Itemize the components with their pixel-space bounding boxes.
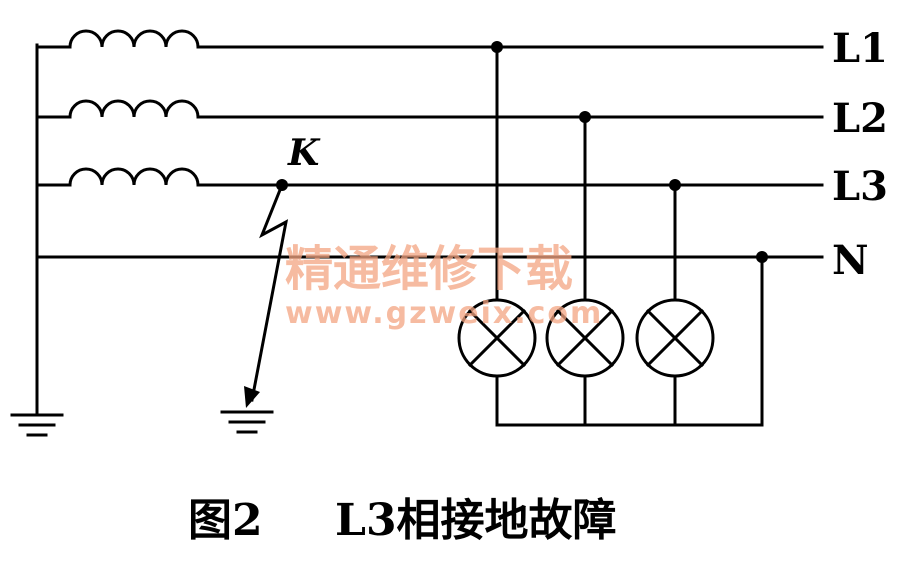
label-l2: L2 — [832, 95, 888, 142]
coil-l2-icon — [68, 99, 200, 118]
phase-line-l2 — [35, 99, 824, 119]
label-l1: L1 — [832, 25, 888, 72]
figure-number: 图2 — [188, 495, 263, 546]
lamp-2-icon — [545, 298, 625, 378]
source-ground-icon — [10, 413, 64, 437]
figure-title: L3相接地故障 — [335, 495, 617, 546]
lamp-3-icon — [635, 298, 715, 378]
fault-label-k: K — [287, 132, 321, 174]
label-l3: L3 — [832, 163, 888, 210]
lamp-load-network — [491, 41, 768, 427]
label-n: N — [832, 237, 869, 284]
coil-l1-icon — [68, 29, 200, 48]
phase-line-l3 — [35, 167, 824, 187]
watermark-url: www.gzweix.com — [285, 296, 603, 331]
watermark-title: 精通维修下载 — [285, 241, 573, 297]
fault-ground-icon — [220, 410, 274, 434]
lamp-1-icon — [457, 298, 537, 378]
coil-l3-icon — [68, 167, 200, 186]
fault-point — [244, 179, 289, 408]
phase-line-l1 — [35, 29, 824, 49]
